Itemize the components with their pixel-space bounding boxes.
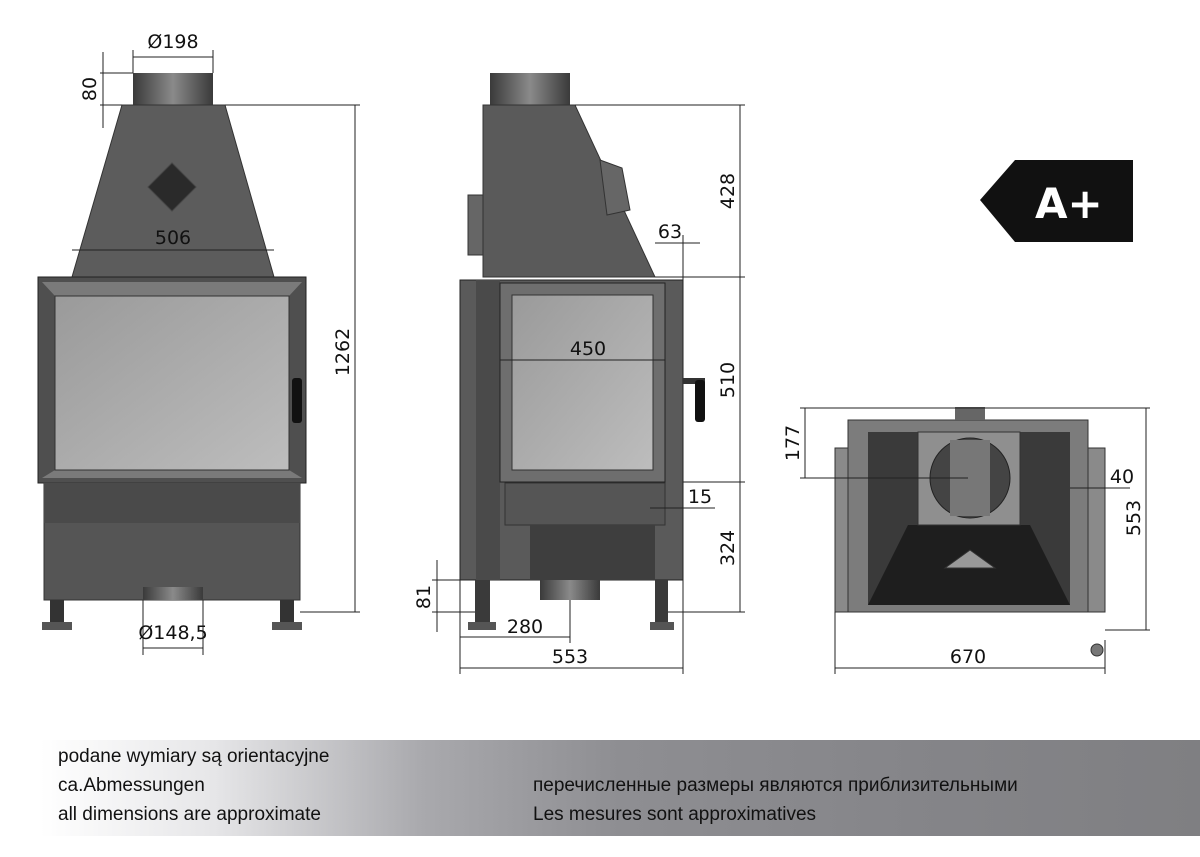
note-russian: перечисленные размеры являются приблизит… [533,775,1018,796]
dim-hood-offset: 63 [658,221,682,243]
dim-flue-offset: 177 [782,425,804,461]
note-german: ca.Abmessungen [58,775,205,796]
note-french: Les mesures sont approximatives [533,804,817,825]
energy-class-badge: A+ [980,160,1133,242]
dim-door-height: 510 [717,362,739,398]
top-view: 177 40 553 670 [782,407,1150,674]
dim-hood-height: 428 [717,173,739,209]
dim-base-height: 324 [717,530,739,566]
door-handle [292,378,302,423]
disclaimer-band [40,740,1200,836]
note-polish: podane wymiary są orientacyjne [58,746,330,767]
dim-hood-width: 506 [155,227,191,249]
dim-leg-height: 81 [413,585,435,609]
diamond-vent-icon [147,162,197,212]
dim-top-depth: 553 [1123,500,1145,536]
dim-air-inlet: Ø148,5 [138,622,207,644]
dim-inlet-offset: 280 [507,616,543,638]
side-view: 428 510 324 63 450 15 81 280 553 [413,73,745,674]
dim-flue-diameter: Ø198 [147,31,198,53]
front-view: Ø198 80 506 1262 Ø148,5 [37,31,360,655]
flue-collar [133,73,213,105]
dim-side-offset: 40 [1110,466,1134,488]
technical-drawing: Ø198 80 506 1262 Ø148,5 428 510 324 63 [37,31,1150,674]
dim-total-height: 1262 [332,328,354,376]
door-handle-side [695,380,705,422]
dim-depth: 553 [552,646,588,668]
dim-collar-height: 80 [79,77,101,101]
dim-door-width: 450 [570,338,606,360]
note-english: all dimensions are approximate [58,804,321,825]
dim-offset-15: 15 [688,486,712,508]
dim-width: 670 [950,646,986,668]
energy-class-label: A+ [1035,179,1103,228]
